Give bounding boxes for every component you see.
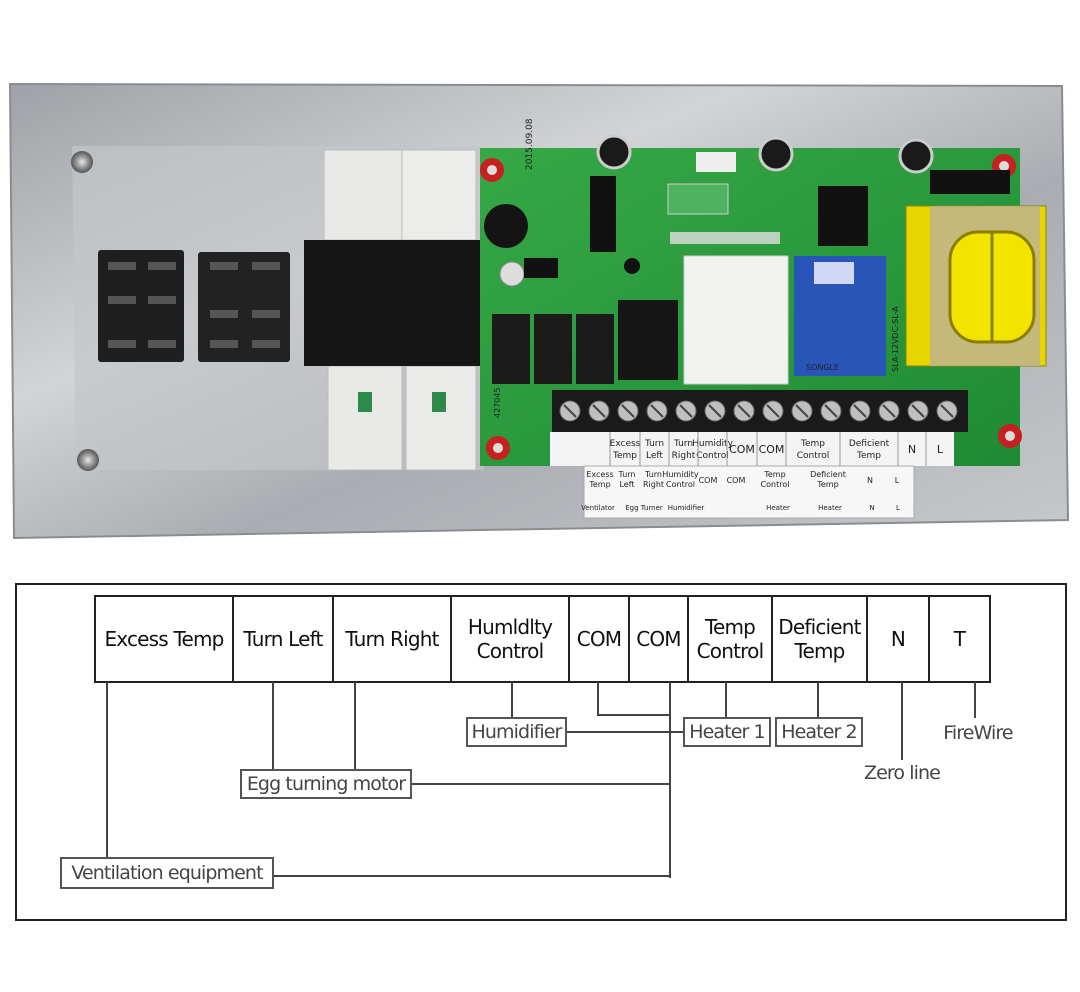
paper-terminal-label: Left bbox=[619, 480, 634, 489]
board-terminal-label: Turn bbox=[644, 439, 664, 449]
paper-terminal-label: N bbox=[867, 476, 873, 485]
terminal-cell-label: Turn Left bbox=[243, 627, 323, 651]
ventilation-equipment-label: Ventilation equipment bbox=[60, 857, 274, 889]
board-label-strip bbox=[550, 432, 954, 466]
paper-terminal-label: Right bbox=[643, 480, 664, 489]
board-terminal-label: Control bbox=[696, 451, 729, 461]
terminal-cell-label: COM bbox=[576, 627, 622, 651]
paper-device-label: Humidifier bbox=[668, 504, 705, 512]
terminal-cell-label: Deficient Temp bbox=[778, 615, 861, 663]
plate-screw bbox=[71, 151, 93, 173]
paper-device-label: Heater bbox=[818, 504, 842, 512]
controller-board-photo: 2015.09.08 SLA-12VDC-SL-A SONGLE 427045 … bbox=[8, 82, 1070, 540]
terminal-cell-label: N bbox=[890, 627, 906, 651]
screw-slot bbox=[824, 404, 838, 418]
humidifier-label: Humidifier bbox=[466, 717, 567, 747]
screw-slot bbox=[766, 404, 780, 418]
screw-slot bbox=[940, 404, 954, 418]
paper-device-label: N bbox=[869, 504, 874, 512]
mount-screw bbox=[493, 443, 503, 453]
board-terminal-label: N bbox=[908, 443, 916, 456]
firewire-label: FireWire bbox=[943, 722, 1013, 744]
board-terminal-label: Right bbox=[672, 451, 696, 461]
screw-slot bbox=[563, 404, 577, 418]
screw-slot bbox=[737, 404, 751, 418]
terminal-strip bbox=[94, 595, 991, 683]
board-terminal-label: L bbox=[937, 443, 944, 456]
board-terminal-label: COM bbox=[729, 443, 755, 456]
zeroline-label: Zero line bbox=[864, 762, 941, 784]
mount-screw bbox=[487, 165, 497, 175]
terminal-cell-label: Turn Right bbox=[345, 627, 439, 651]
board-terminal-label: Excess bbox=[610, 439, 641, 449]
paper-terminal-label: COM bbox=[727, 476, 746, 485]
paper-device-label: Heater bbox=[766, 504, 790, 512]
paper-terminal-label: Control bbox=[761, 480, 790, 489]
terminal-cell-label: Excess Temp bbox=[104, 627, 224, 651]
screw-slot bbox=[882, 404, 896, 418]
screw-slot bbox=[911, 404, 925, 418]
board-terminal-label: Turn bbox=[673, 439, 693, 449]
terminal-cell-label: COM bbox=[636, 627, 681, 651]
paper-terminal-label: Excess bbox=[586, 470, 613, 479]
wiring-lines bbox=[106, 682, 976, 878]
paper-device-label: L bbox=[896, 504, 900, 512]
relay-marking: SLA-12VDC-SL-A bbox=[891, 306, 900, 372]
board-terminal-label: Temp bbox=[800, 439, 825, 449]
board-terminal-label: Temp bbox=[612, 451, 637, 461]
pcb-components bbox=[484, 134, 1047, 385]
pcb-marking: 2015.09.08 bbox=[525, 118, 535, 170]
black-contactor-block bbox=[304, 240, 494, 366]
screw-slot bbox=[650, 404, 664, 418]
egg-turning-motor-label: Egg turning motor bbox=[240, 769, 412, 799]
terminal-cell-label: Humldlty Control bbox=[467, 615, 553, 663]
paper-terminal-label: Temp bbox=[588, 480, 610, 489]
paper-device-label: Egg Turner bbox=[625, 504, 663, 512]
screw-slot bbox=[621, 404, 635, 418]
plate-screw bbox=[77, 449, 99, 471]
board-terminal-label: COM bbox=[759, 443, 785, 456]
paper-terminal-label: Control bbox=[666, 480, 695, 489]
mount-screw bbox=[1005, 431, 1015, 441]
board-terminal-label: Deficient bbox=[849, 439, 890, 449]
screw-slot bbox=[795, 404, 809, 418]
board-terminal-label: Temp bbox=[856, 451, 881, 461]
board-terminal-label: Left bbox=[646, 451, 663, 461]
heater2-label: Heater 2 bbox=[775, 717, 863, 747]
serial-marking: 427045 bbox=[493, 387, 502, 418]
paper-terminal-label: L bbox=[895, 476, 900, 485]
paper-terminal-label: Humidity bbox=[662, 470, 699, 479]
screw-slot bbox=[592, 404, 606, 418]
paper-terminal-label: COM bbox=[699, 476, 718, 485]
paper-terminal-label: Deficient bbox=[810, 470, 846, 479]
mount-screw bbox=[999, 161, 1009, 171]
paper-label-background bbox=[583, 465, 915, 519]
terminal-cell-label: Temp Control bbox=[696, 615, 765, 663]
paper-terminal-label: Temp bbox=[816, 480, 838, 489]
terminal-block bbox=[552, 390, 968, 432]
terminal-cell-label: T bbox=[953, 627, 966, 651]
screw-slot bbox=[853, 404, 867, 418]
paper-terminal-label: Temp bbox=[763, 470, 785, 479]
paper-terminal-label: ExcessTempTurnLeftTurnRightHumidityContr… bbox=[581, 465, 915, 519]
heater1-label: Heater 1 bbox=[683, 717, 771, 747]
paper-device-label: Ventilator bbox=[581, 504, 615, 512]
screw-slot bbox=[679, 404, 693, 418]
paper-terminal-label: Turn bbox=[618, 470, 636, 479]
board-terminal-label: Humidity bbox=[692, 439, 733, 449]
board-terminal-labels: ExcessTempTurnLeftTurnRightHumidityContr… bbox=[550, 432, 954, 466]
power-sockets bbox=[98, 250, 290, 362]
board-terminal-label: Control bbox=[797, 451, 830, 461]
circuit-breakers bbox=[323, 149, 477, 471]
screw-slot bbox=[708, 404, 722, 418]
relay-brand: SONGLE bbox=[806, 363, 839, 372]
paper-terminal-label: Turn bbox=[644, 470, 662, 479]
